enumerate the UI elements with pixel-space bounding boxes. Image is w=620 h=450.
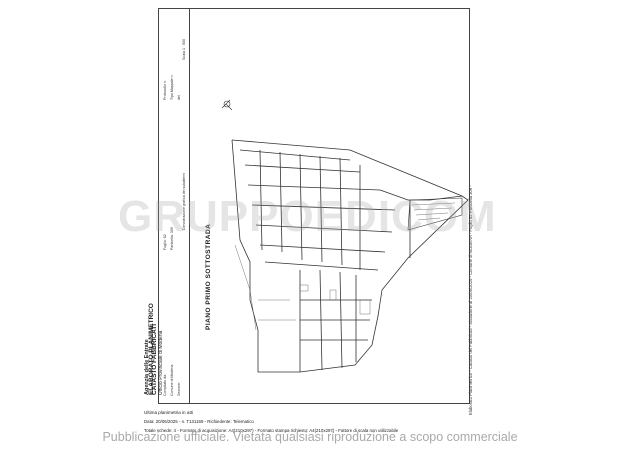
header-strip: [158, 8, 190, 404]
bottom-line-total: Totale schede: 4 - Formato di acquisizio…: [144, 427, 399, 433]
last-plan-note: Ultima planimetria in atti: [144, 410, 194, 415]
footer-notice: Pubblicazione ufficiale. Vietata qualsia…: [102, 430, 518, 444]
document-frame: [158, 8, 470, 404]
watermark: GRUPPOEDICOM: [118, 192, 497, 241]
bottom-line-date: Data: 20/06/2025 - n. T131169 - Richiede…: [144, 419, 254, 424]
bottom-info: Data: 20/06/2025 - n. T131169 - Richiede…: [144, 418, 398, 435]
